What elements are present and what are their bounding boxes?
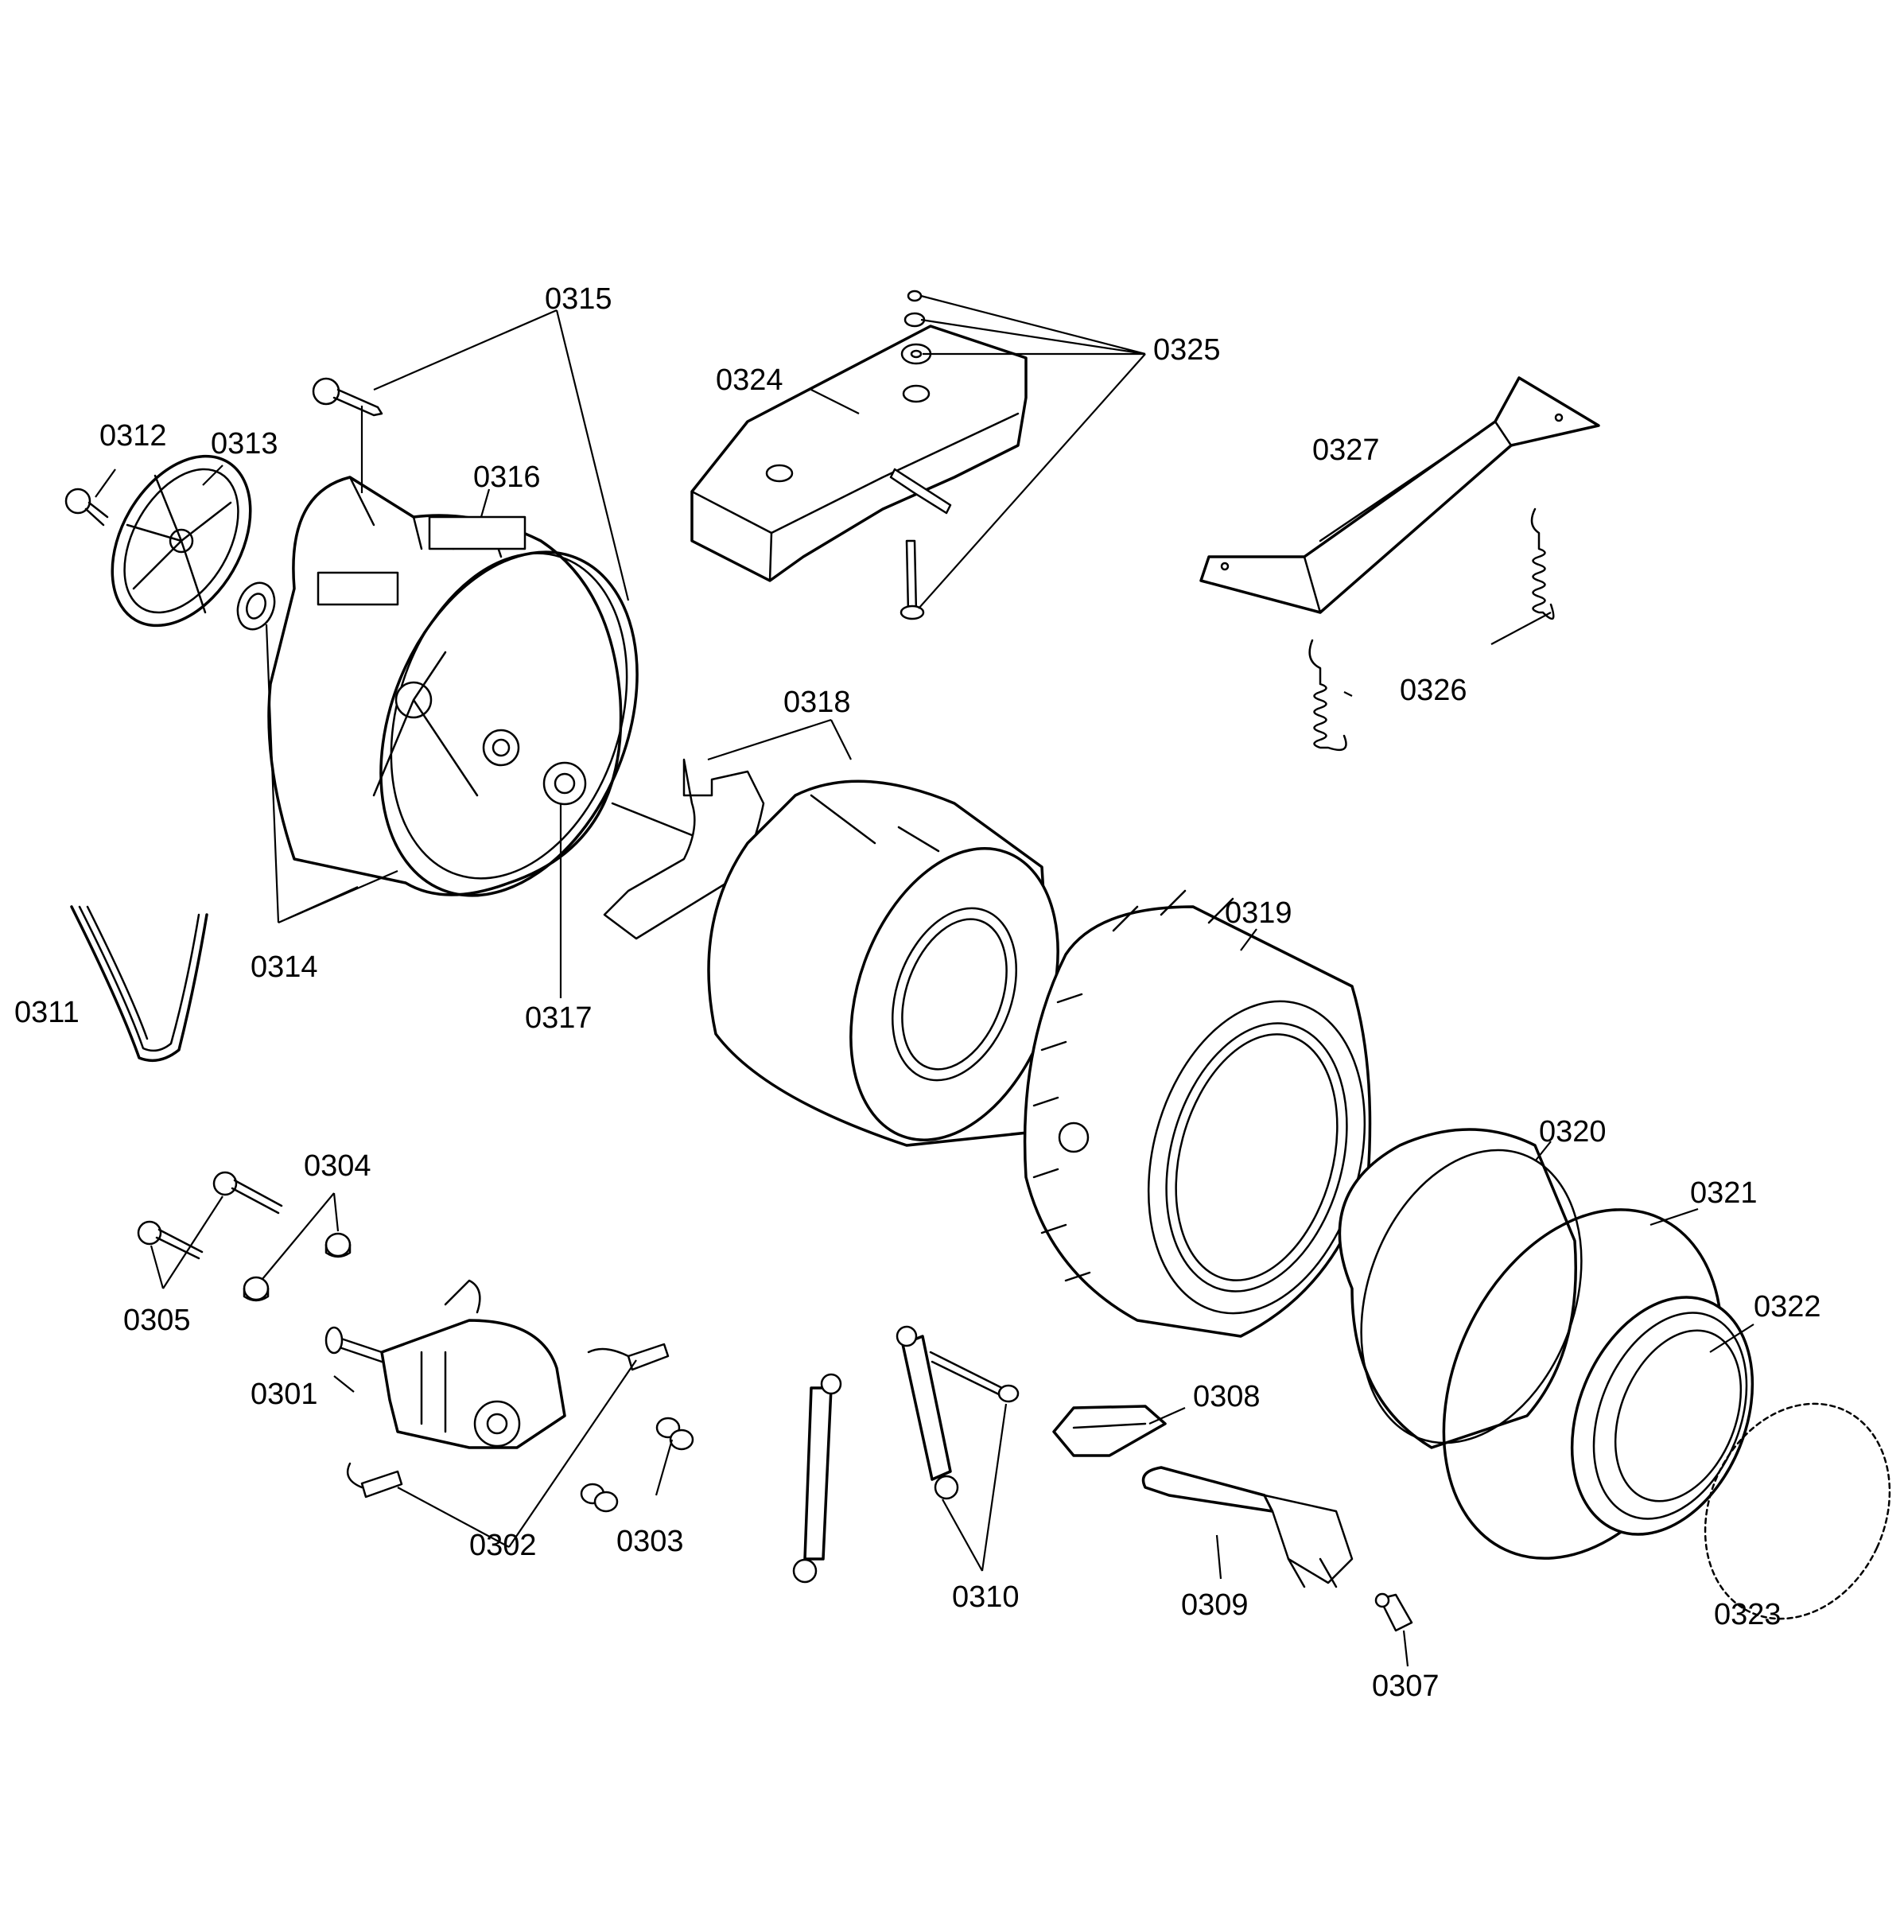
label-0317: 0317	[525, 1001, 593, 1035]
label-0319: 0319	[1225, 896, 1292, 930]
rear-tub-half[interactable]	[267, 476, 666, 909]
motor-screws[interactable]	[137, 1171, 283, 1260]
heating-element[interactable]	[1141, 1466, 1354, 1588]
drive-belt[interactable]	[70, 905, 208, 1063]
pulley-screw[interactable]	[64, 488, 109, 527]
label-0326: 0326	[1400, 674, 1467, 707]
label-0322: 0322	[1754, 1290, 1821, 1324]
rubber-feet[interactable]	[243, 1232, 352, 1302]
drive-motor[interactable]	[324, 1279, 566, 1449]
rear-tub-screw[interactable]	[312, 377, 383, 417]
tub-springs[interactable]	[1308, 507, 1555, 752]
bearing[interactable]	[231, 577, 281, 634]
label-0320: 0320	[1539, 1115, 1607, 1149]
leader-lines	[95, 294, 1754, 1667]
front-tub-half[interactable]	[1023, 889, 1398, 1338]
label-0321: 0321	[1690, 1176, 1758, 1210]
drum-with-spider[interactable]	[603, 758, 1096, 1169]
door-ring[interactable]	[1539, 1270, 1786, 1561]
tub-seal-ring[interactable]	[332, 514, 685, 934]
label-0311: 0311	[14, 996, 80, 1029]
wire-spring-ring[interactable]	[1671, 1374, 1904, 1650]
part-labels: 0301 0302 0303 0304 0305 0307 0308 0309 …	[14, 282, 1821, 1703]
label-0303: 0303	[616, 1525, 684, 1558]
label-0302: 0302	[469, 1529, 537, 1562]
label-0315: 0315	[545, 282, 612, 316]
counterweight-fasteners[interactable]	[900, 290, 932, 620]
temperature-sensor[interactable]	[1374, 1592, 1413, 1632]
label-0310: 0310	[952, 1580, 1020, 1614]
label-0324: 0324	[716, 363, 783, 397]
sensor-clip[interactable]	[1052, 1405, 1167, 1457]
label-0318: 0318	[783, 686, 851, 719]
label-0308: 0308	[1193, 1380, 1261, 1413]
label-0304: 0304	[304, 1149, 371, 1183]
label-0307: 0307	[1372, 1670, 1440, 1703]
shock-absorbers[interactable]	[792, 1325, 1020, 1584]
label-0305: 0305	[123, 1304, 191, 1337]
label-0323: 0323	[1714, 1598, 1782, 1631]
door-bellows[interactable]	[1323, 1119, 1620, 1474]
top-cross-brace[interactable]	[1199, 376, 1600, 614]
label-0301: 0301	[251, 1378, 318, 1411]
bushings[interactable]	[580, 1417, 694, 1513]
drum-pulley[interactable]	[84, 432, 279, 650]
counterweight[interactable]	[690, 325, 1028, 582]
label-0316: 0316	[473, 461, 541, 494]
carbon-brushes[interactable]	[346, 1343, 670, 1499]
label-0314: 0314	[251, 950, 318, 984]
label-0313: 0313	[211, 427, 278, 461]
label-0325: 0325	[1153, 333, 1221, 367]
label-0327: 0327	[1312, 433, 1380, 467]
label-0312: 0312	[99, 419, 167, 453]
label-0309: 0309	[1181, 1588, 1249, 1622]
